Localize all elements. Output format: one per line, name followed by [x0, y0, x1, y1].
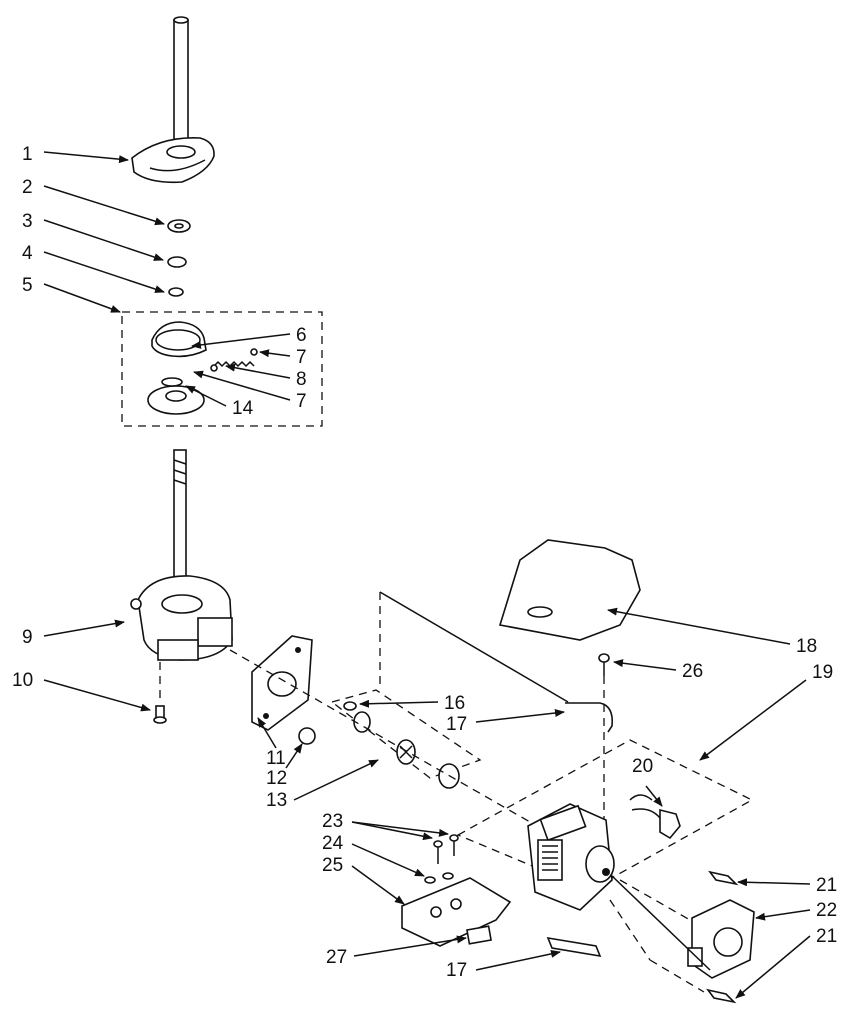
rod-part-17-upper	[565, 702, 614, 733]
callout-13: 13	[266, 790, 287, 811]
callout-26: 26	[682, 661, 703, 682]
callout-23: 23	[322, 811, 343, 832]
callout-21-lower: 21	[816, 926, 837, 947]
callout-1: 1	[22, 144, 33, 165]
callout-24: 24	[322, 833, 344, 854]
callout-14: 14	[232, 398, 254, 419]
callout-10: 10	[12, 670, 33, 691]
pad-part-27	[466, 925, 492, 945]
clutch-kit-group-box	[121, 311, 323, 427]
clip-part-4	[168, 287, 184, 297]
callout-25: 25	[322, 855, 343, 876]
washer-part-3	[167, 256, 187, 268]
coupling-part-16	[343, 701, 357, 711]
leader-lines	[43, 151, 811, 999]
callout-8: 8	[296, 369, 307, 390]
gearcase-part-9	[130, 449, 233, 661]
screws-part-23	[433, 834, 459, 864]
capacitor-part-20	[629, 794, 681, 840]
callout-11: 11	[266, 748, 286, 769]
callout-18: 18	[796, 636, 817, 657]
nut-part-12	[298, 727, 316, 745]
callout-12: 12	[266, 768, 287, 789]
callout-19: 19	[812, 662, 833, 683]
screw-part-26	[598, 653, 610, 676]
rod-part-17-lower	[546, 936, 602, 958]
callout-7-lower: 7	[296, 391, 307, 412]
callout-5: 5	[22, 275, 33, 296]
bracket-clip-part-21-lower	[706, 988, 737, 1004]
callout-6: 6	[296, 325, 307, 346]
callout-20: 20	[632, 756, 653, 777]
bracket-clip-part-21-upper	[708, 870, 739, 886]
drive-hub-part-14	[147, 377, 205, 415]
callout-3: 3	[22, 211, 33, 232]
washer-part-2	[167, 219, 191, 233]
callout-2: 2	[22, 177, 33, 198]
callout-4: 4	[22, 243, 33, 264]
callout-9: 9	[22, 627, 33, 648]
coupling-parts-13	[353, 711, 460, 789]
coupling-group-box	[330, 689, 482, 779]
mounting-plate-part-25	[401, 877, 512, 947]
spring-part-8	[210, 348, 258, 372]
callout-17-lower: 17	[446, 960, 467, 981]
callout-22: 22	[816, 900, 837, 921]
washers-part-24	[424, 872, 454, 884]
callout-7-upper: 7	[296, 347, 307, 368]
shield-part-18	[498, 539, 641, 641]
callout-labels: 1 2 3 4 5 6 7 8 7 14 9 10 11 12 13 16 17…	[12, 144, 837, 981]
motor-mount-plate-part-11	[251, 635, 313, 731]
motor-bracket-part-22	[687, 899, 755, 979]
callout-21-upper: 21	[816, 875, 837, 896]
callout-16: 16	[444, 693, 465, 714]
motor-part-19	[527, 803, 615, 911]
callout-17-upper: 17	[446, 714, 467, 735]
agitator-shaft-part	[131, 16, 215, 184]
bolt-part-10	[153, 705, 167, 724]
callout-27: 27	[326, 947, 347, 968]
brake-band-part-6	[151, 321, 207, 358]
